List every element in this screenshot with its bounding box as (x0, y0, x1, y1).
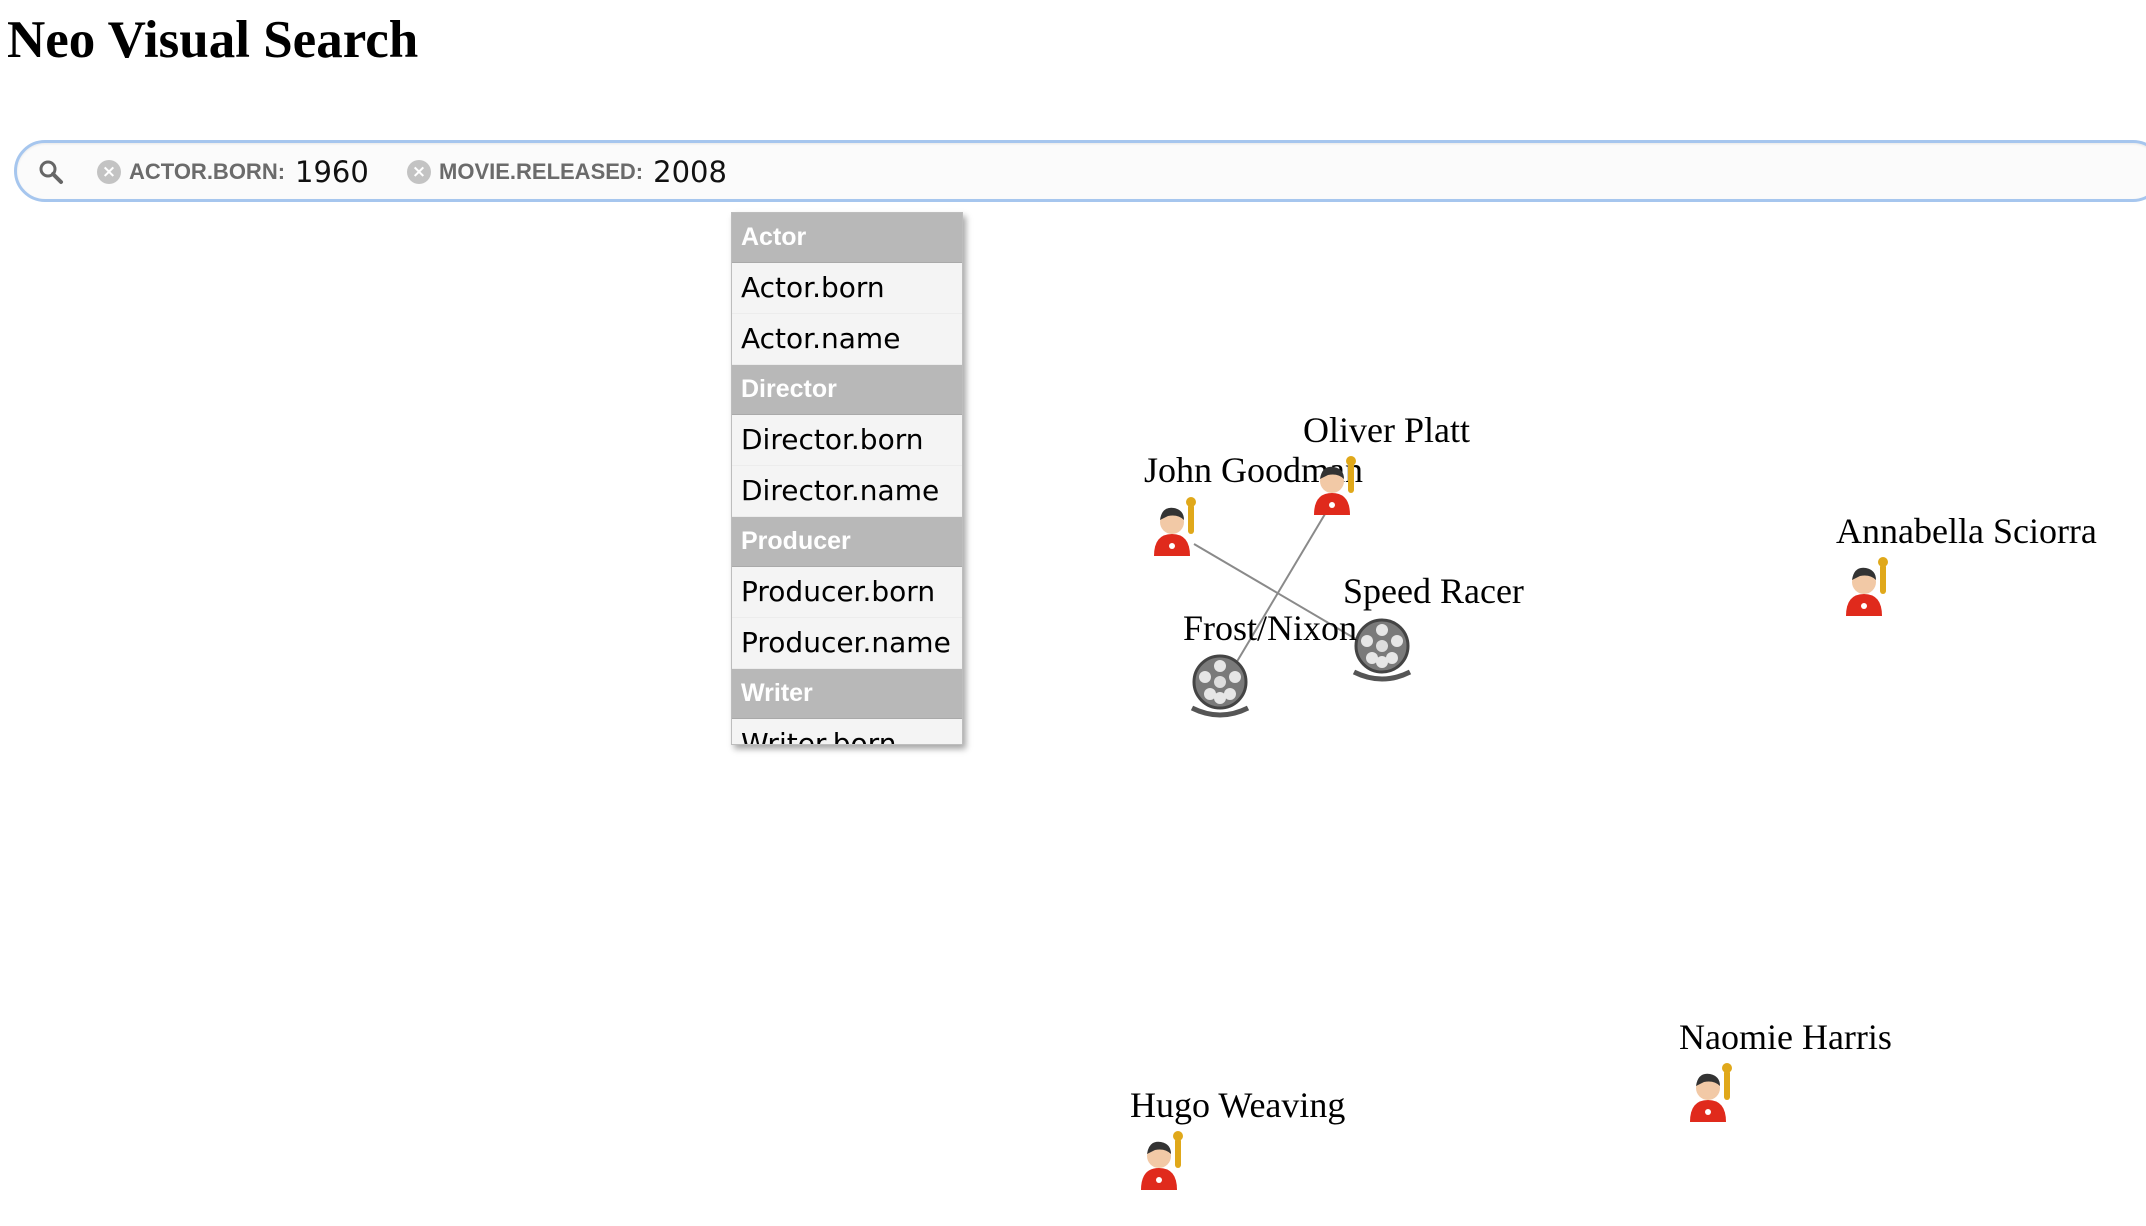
dropdown-item-writer-born[interactable]: Writer.born (732, 719, 962, 744)
page-title: Neo Visual Search (7, 11, 419, 69)
node-label: Annabella Sciorra (1836, 511, 2097, 551)
facet-value: 2008 (653, 155, 727, 189)
dropdown-item-producer-born[interactable]: Producer.born (732, 567, 962, 618)
node-label: Oliver Platt (1303, 410, 1470, 450)
node-label: Hugo Weaving (1130, 1085, 1346, 1125)
search-icon (39, 160, 63, 184)
dropdown-item-actor-name[interactable]: Actor.name (732, 314, 962, 365)
actor-with-oscar-icon (1154, 497, 1196, 556)
facet-movie-released[interactable]: × MOVIE.RELEASED: 2008 (407, 155, 727, 189)
actor-with-oscar-icon (1846, 557, 1888, 616)
film-reel-icon (1190, 654, 1250, 718)
remove-circle-icon[interactable]: × (407, 160, 431, 184)
node-label: Speed Racer (1343, 571, 1524, 611)
dropdown-item-producer-name[interactable]: Producer.name (732, 618, 962, 669)
search-bar[interactable]: × ACTOR.BORN: 1960 × MOVIE.RELEASED: 200… (14, 140, 2146, 202)
facet-label: MOVIE.RELEASED: (439, 159, 644, 184)
actor-with-oscar-icon (1314, 456, 1356, 515)
film-reel-icon (1352, 618, 1412, 682)
remove-circle-icon[interactable]: × (97, 160, 121, 184)
dropdown-item-director-born[interactable]: Director.born (732, 415, 962, 466)
dropdown-group-header-director: Director (732, 365, 962, 415)
facet-dropdown[interactable]: Actor Actor.born Actor.name Director Dir… (731, 212, 963, 745)
actor-with-oscar-icon (1141, 1131, 1183, 1190)
dropdown-item-director-name[interactable]: Director.name (732, 466, 962, 517)
facet-actor-born[interactable]: × ACTOR.BORN: 1960 (97, 155, 369, 189)
facet-label: ACTOR.BORN: (129, 159, 286, 184)
dropdown-item-actor-born[interactable]: Actor.born (732, 263, 962, 314)
facet-value: 1960 (295, 155, 369, 189)
dropdown-group-header-producer: Producer (732, 517, 962, 567)
node-label: Frost/Nixon (1183, 608, 1358, 648)
dropdown-group-header-actor: Actor (732, 213, 962, 263)
dropdown-group-header-writer: Writer (732, 669, 962, 719)
node-label: Naomie Harris (1679, 1017, 1892, 1057)
actor-with-oscar-icon (1690, 1063, 1732, 1122)
